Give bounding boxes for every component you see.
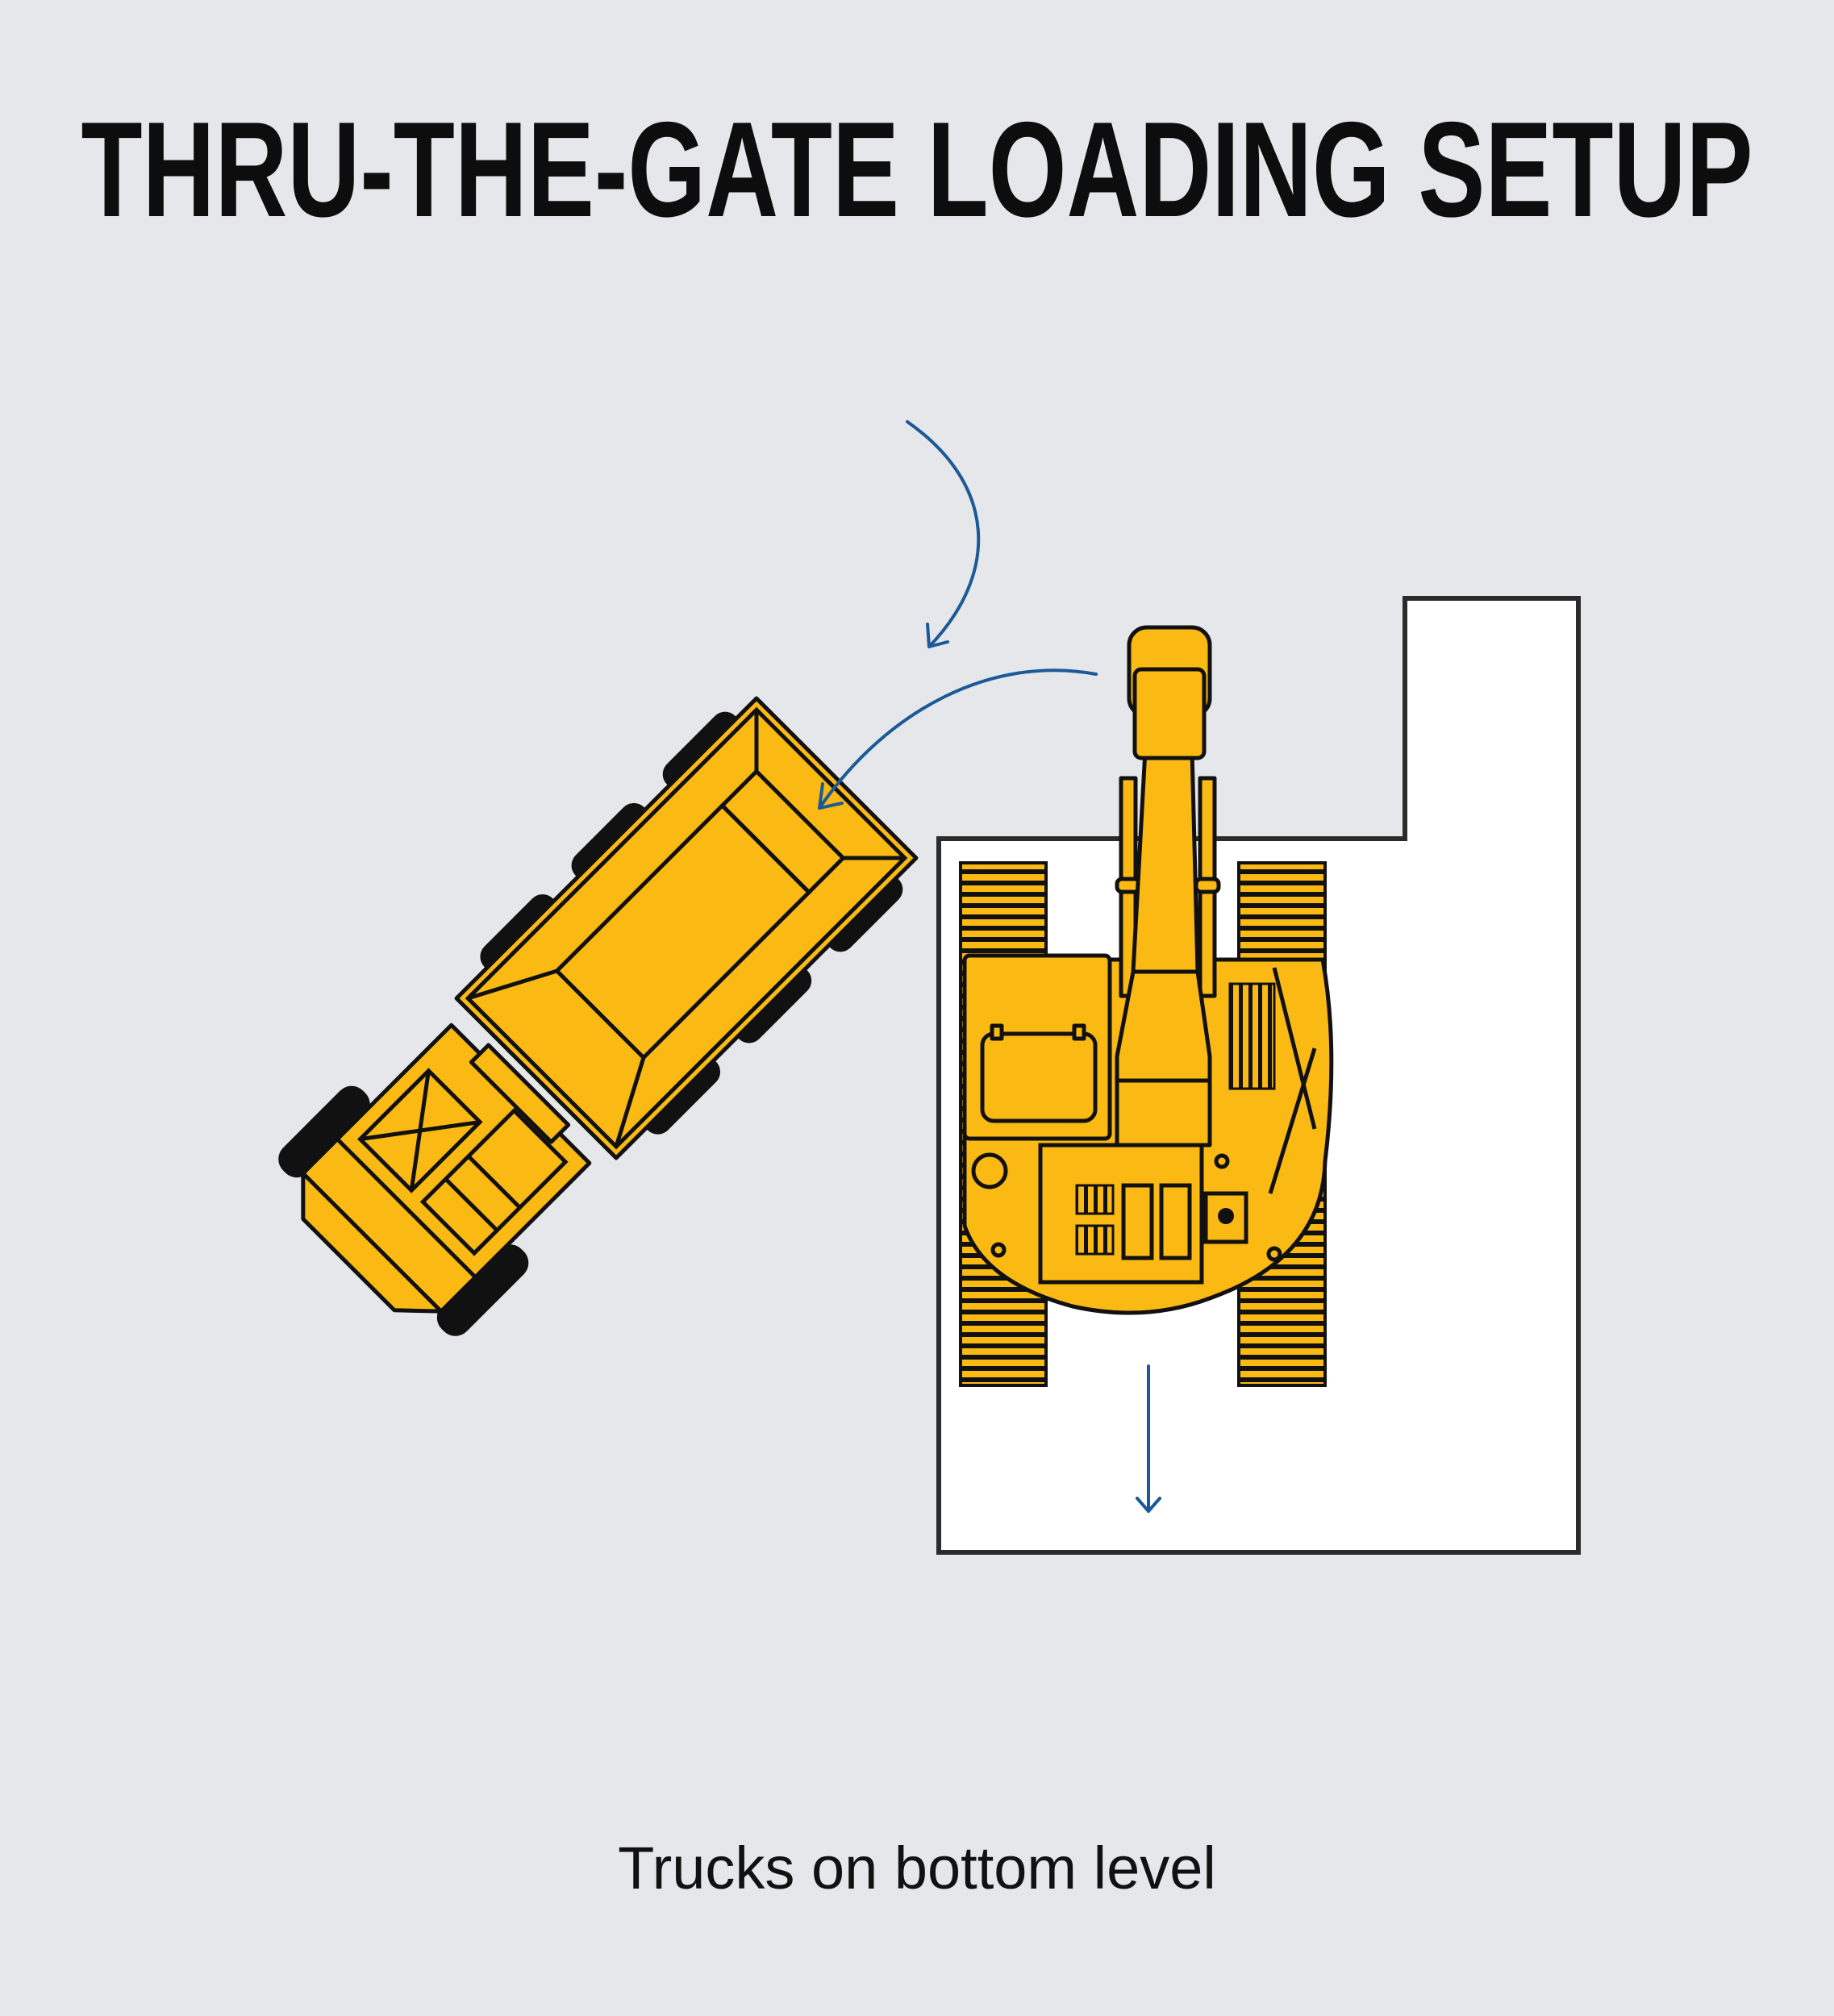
truck-cab-unit [301,1023,592,1314]
boom [1115,748,1212,1148]
haul-truck [278,696,919,1336]
arrow-truck-approach [906,420,981,648]
cab [962,953,1112,1141]
dump-body [454,696,919,1160]
excavator [959,625,1334,1387]
arrow-excavator-advance [1136,1364,1161,1513]
diagram-caption: Trucks on bottom level [618,1835,1216,1901]
arrow-swing-to-truck [818,669,1098,810]
engine-grill [1228,982,1276,1090]
diagram-title: THRU-THE-GATE LOADING SETUP [81,94,1753,245]
